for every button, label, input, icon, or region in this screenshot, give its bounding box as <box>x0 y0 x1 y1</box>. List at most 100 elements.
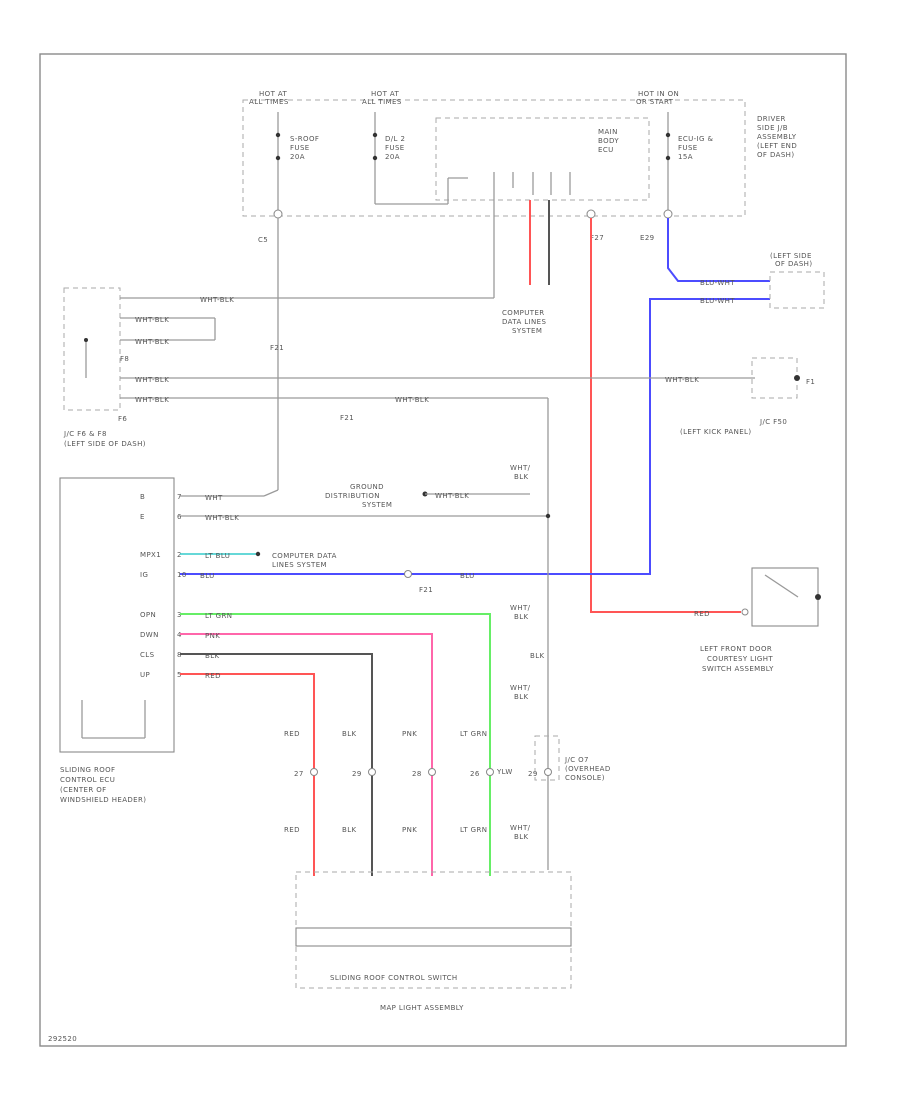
ecu-pin-label: UP <box>140 671 150 679</box>
ecu-pin-label: DWN <box>140 631 159 639</box>
jc-f6-f8-box <box>63 287 121 411</box>
comp-data-label: COMPUTER <box>502 309 545 317</box>
hot-in-on: HOT IN ON <box>638 90 679 98</box>
ground-dist-c: SYSTEM <box>362 501 392 509</box>
left-side-dash-box <box>769 271 825 309</box>
sroof-fuse: S-ROOF <box>290 135 319 143</box>
jb-title-b: SIDE J/B <box>757 124 788 132</box>
blk-ecu: BLK <box>205 652 220 660</box>
f1-label: F1 <box>806 378 815 386</box>
ecu-title: SLIDING ROOF <box>60 766 115 774</box>
ecu-title-c: (CENTER OF <box>60 786 107 794</box>
jc-f6-f8: J/C F6 & F8 <box>63 430 107 438</box>
main-body-ecu-label-b: BODY <box>598 137 619 145</box>
switch-bar <box>295 927 572 947</box>
whtblk-5: WHT-BLK <box>135 396 169 404</box>
map-light: MAP LIGHT ASSEMBLY <box>380 1004 464 1012</box>
jb-title-e: OF DASH) <box>757 151 794 159</box>
ltgrn-ecu: LT GRN <box>205 612 232 620</box>
ecu-pin-num: 7 <box>177 493 182 501</box>
door-switch-box <box>751 567 819 627</box>
ecu-pin-num: 5 <box>177 671 182 679</box>
blu-label-ig: BLU <box>460 572 475 580</box>
hot-at-1: HOT AT <box>259 90 288 98</box>
ecu-pin-label: IG <box>140 571 148 579</box>
hot-at-2: HOT AT <box>371 90 400 98</box>
blu-label-ecu: BLU <box>200 572 215 580</box>
bottom-wire-label: LT GRN <box>460 730 487 738</box>
ecu-pin-num: 2 <box>177 551 182 559</box>
whtblk-3: WHT-BLK <box>135 338 169 346</box>
main-body-ecu-box <box>435 117 650 201</box>
ecu-pin-num: 6 <box>177 513 182 521</box>
wire-pnk <box>180 633 433 876</box>
door-switch-c: SWITCH ASSEMBLY <box>702 665 774 673</box>
jb-title-c: ASSEMBLY <box>757 133 797 141</box>
connector-mark <box>486 768 494 776</box>
whtblk-v4: WHT/ <box>510 824 531 832</box>
whtblk-gnd: WHT-BLK <box>435 492 469 500</box>
comp-data-label-c: SYSTEM <box>512 327 542 335</box>
connector-mark <box>544 768 552 776</box>
left-side-dash: (LEFT SIDE <box>770 252 812 260</box>
conn-f21-blu: F21 <box>419 586 433 594</box>
conn-f27: F27 <box>590 234 604 242</box>
wire-blu-e29 <box>667 218 770 282</box>
blu-label-2: BLU-WHT <box>700 297 735 305</box>
connector-mark <box>368 768 376 776</box>
hot-in-on-b: OR START <box>636 98 674 106</box>
whtblk-v2b: BLK <box>514 613 529 621</box>
blu-wht-label: BLU-WHT <box>700 279 735 287</box>
conn-num: 28 <box>412 770 422 778</box>
ecu-pin-label: B <box>140 493 145 501</box>
f21-label: F21 <box>340 414 354 422</box>
bottom-wire-label: PNK <box>402 826 417 834</box>
main-body-ecu-label-c: ECU <box>598 146 614 154</box>
whtblk-7: WHT-BLK <box>665 376 699 384</box>
ecu-pin-label: MPX1 <box>140 551 161 559</box>
ltblu-label: LT BLU <box>205 552 230 560</box>
map-light-box <box>295 871 572 989</box>
conn-o7: YLW <box>496 768 513 776</box>
sroof-fuse-c: 20A <box>290 153 305 161</box>
bottom-wire-label: LT GRN <box>460 826 487 834</box>
conn-num: 26 <box>470 770 480 778</box>
wire-blu-ig <box>180 298 770 575</box>
wht-ecu: WHT <box>205 494 223 502</box>
jc-o7-b: (OVERHEAD <box>565 765 611 773</box>
ecu-title-d: WINDSHIELD HEADER) <box>60 796 146 804</box>
whtblk-v3: WHT/ <box>510 684 531 692</box>
connector-mark <box>428 768 436 776</box>
left-side-dash-b: OF DASH) <box>775 260 812 268</box>
dl2-fuse: D/L 2 <box>385 135 405 143</box>
whtblk-4: WHT-BLK <box>135 376 169 384</box>
bottom-wire-label: RED <box>284 826 300 834</box>
whtblk-2: WHT-BLK <box>135 316 169 324</box>
ground-dist: GROUND <box>350 483 384 491</box>
hot-at-2b: ALL TIMES <box>362 98 402 106</box>
ecu-pin-label: CLS <box>140 651 155 659</box>
comp-data2: COMPUTER DATA <box>272 552 337 560</box>
ecu-pin-label: OPN <box>140 611 156 619</box>
bottom-wire-label: BLK <box>342 730 357 738</box>
wire-red-door <box>590 218 741 613</box>
fig-id: 292520 <box>48 1035 77 1043</box>
main-body-ecu-label: MAIN <box>598 128 618 136</box>
sliding-roof-ecu <box>59 477 175 753</box>
wire-ltgrn <box>180 613 491 876</box>
conn-c5: C5 <box>258 236 268 244</box>
switch-title: SLIDING ROOF CONTROL SWITCH <box>330 974 458 982</box>
wire-blk <box>180 653 373 876</box>
j-f21-label: F21 <box>270 344 284 352</box>
red-ecu: RED <box>205 672 221 680</box>
jc-f50: J/C F50 <box>759 418 787 426</box>
hot-at-1b: ALL TIMES <box>249 98 289 106</box>
whtblk-v2: WHT/ <box>510 604 531 612</box>
ecu-ig-fuse-c: 15A <box>678 153 693 161</box>
conn-num: 27 <box>294 770 304 778</box>
sroof-fuse-b: FUSE <box>290 144 310 152</box>
jc-f50-b: (LEFT KICK PANEL) <box>680 428 751 436</box>
diagram-frame <box>39 53 847 1047</box>
f6-label: F6 <box>118 415 127 423</box>
